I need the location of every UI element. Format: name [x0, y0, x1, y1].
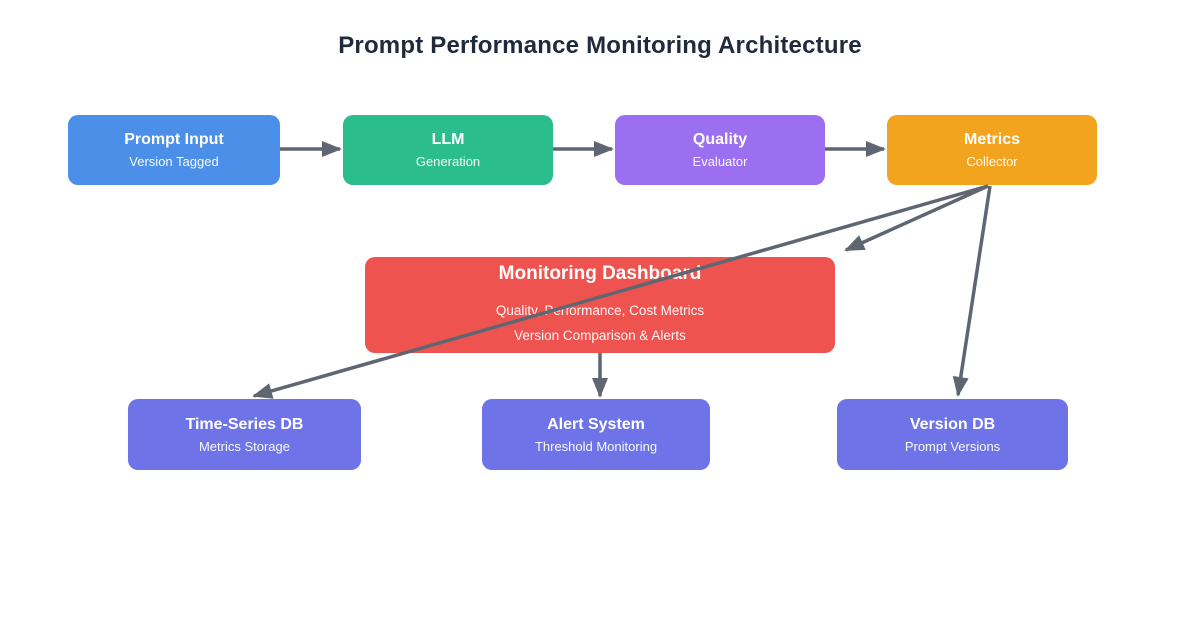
node-subtitle-line1: Quality, Performance, Cost Metrics	[495, 303, 705, 319]
node-title: Prompt Input	[124, 131, 224, 148]
node-title: Version DB	[909, 415, 996, 433]
node-prompt-input: Prompt Input Version Tagged	[68, 115, 280, 185]
node-subtitle: Metrics Storage	[198, 438, 291, 454]
node-title: Monitoring Dashboard	[498, 263, 702, 285]
node-quality-evaluator: Quality Evaluator	[615, 115, 825, 185]
node-subtitle: Threshold Monitoring	[534, 438, 658, 454]
node-title: Alert System	[547, 415, 645, 433]
node-title: LLM	[431, 131, 465, 148]
node-subtitle: Collector	[966, 154, 1018, 169]
node-alert-system: Alert System Threshold Monitoring	[482, 399, 710, 470]
diagram-title: Prompt Performance Monitoring Architectu…	[338, 32, 862, 59]
node-subtitle-line2: Version Comparison & Alerts	[514, 328, 686, 343]
node-subtitle: Version Tagged	[129, 154, 219, 169]
node-title: Time-Series DB	[185, 415, 304, 433]
arrow-metrics-to-dashboard	[844, 184, 989, 252]
node-subtitle: Evaluator	[692, 154, 748, 169]
node-title: Quality	[692, 131, 748, 148]
node-metrics-collector: Metrics Collector	[887, 115, 1097, 185]
node-title: Metrics	[963, 131, 1021, 148]
node-llm: LLM Generation	[343, 115, 553, 185]
node-subtitle: Prompt Versions	[904, 438, 1001, 454]
arrow-metrics-to-versiondb	[952, 185, 992, 397]
node-version-db: Version DB Prompt Versions	[837, 399, 1068, 470]
node-monitoring-dashboard: Monitoring Dashboard Quality, Performanc…	[365, 257, 835, 353]
node-subtitle: Generation	[415, 154, 481, 169]
node-timeseries-db: Time-Series DB Metrics Storage	[128, 399, 361, 470]
